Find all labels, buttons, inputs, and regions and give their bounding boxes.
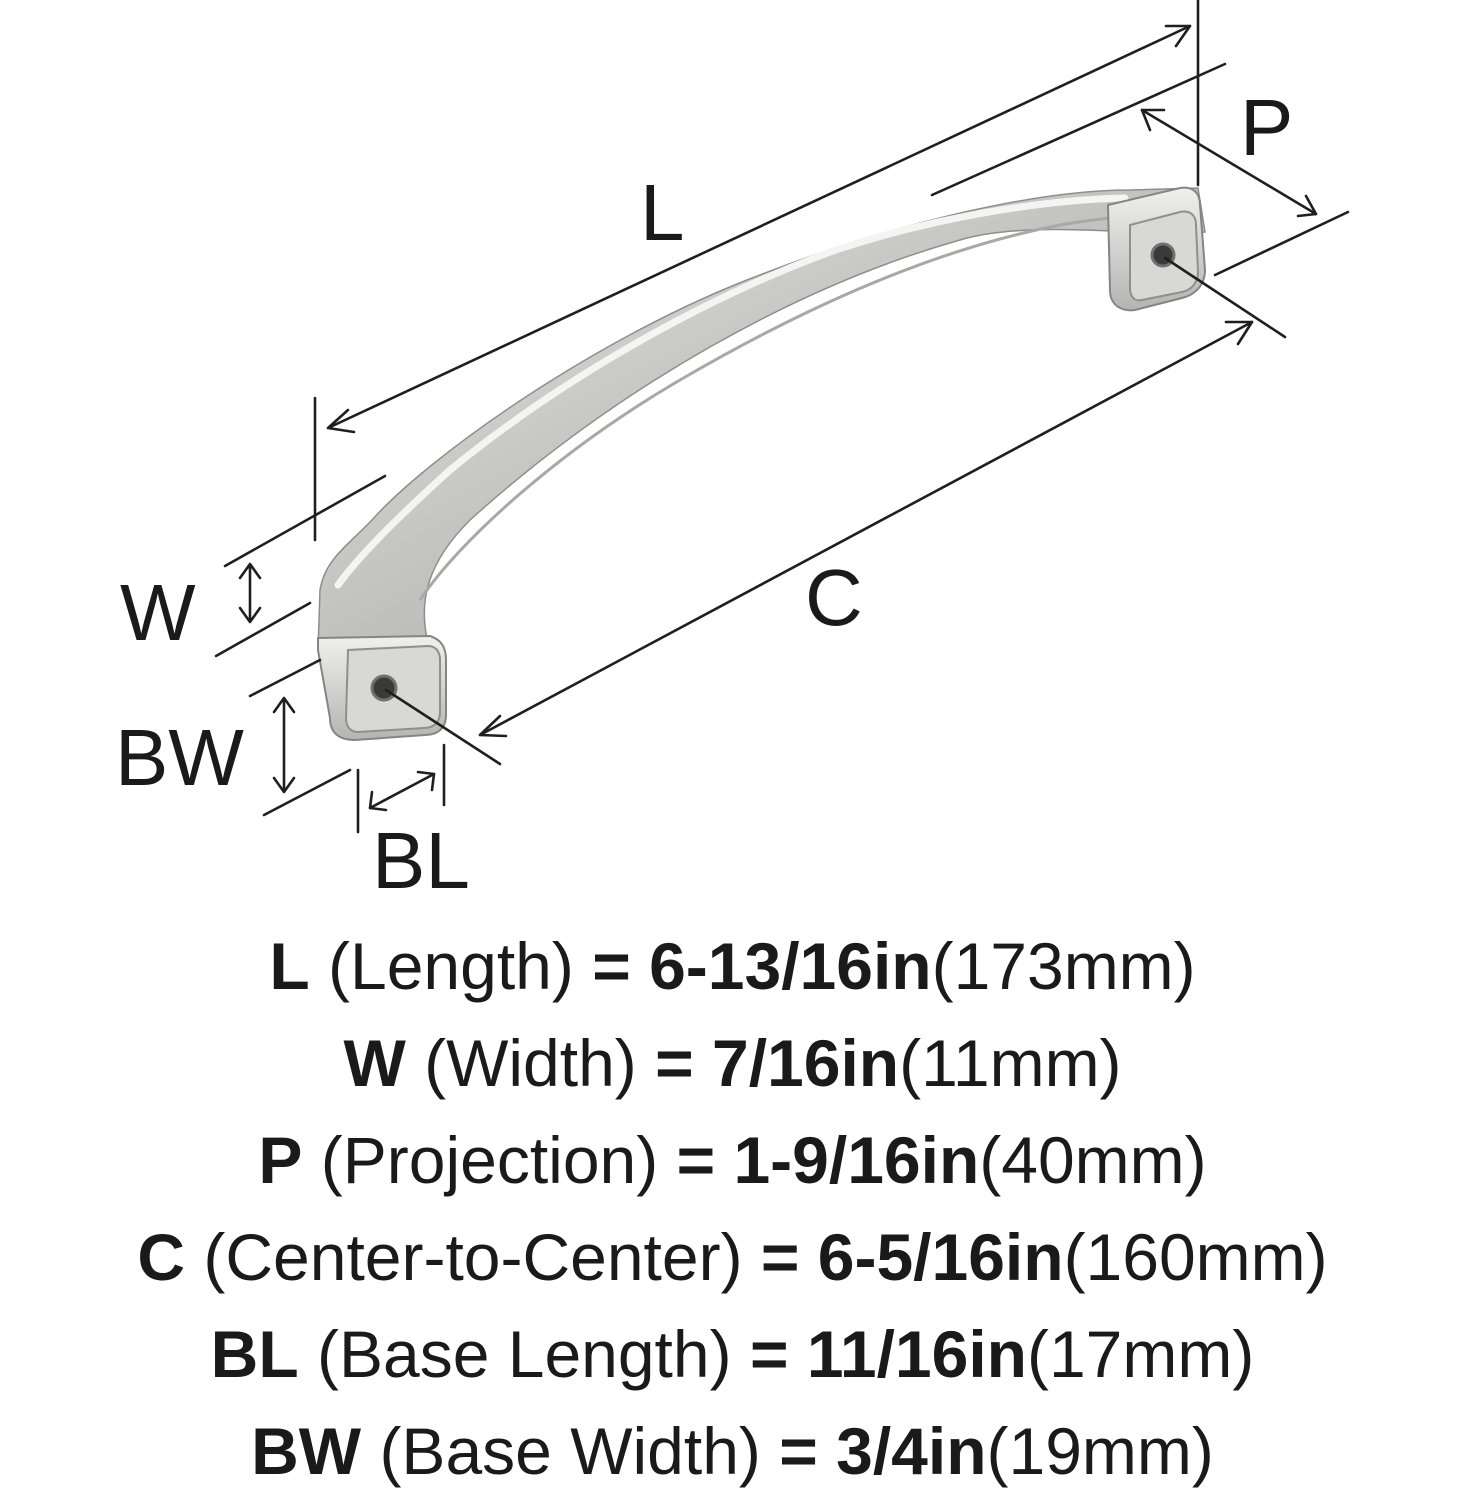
dim-label-BW: BW [115,713,244,802]
spec-name: (Base Length) [316,1317,732,1391]
spec-name: (Length) [328,929,574,1003]
spec-abbr: BW [251,1414,362,1488]
spec-name: (Projection) [320,1123,659,1197]
spec-equals: = [655,1026,694,1100]
spec-abbr: P [258,1123,303,1197]
spec-imperial: 11/16in [806,1317,1027,1391]
spec-imperial: 6-5/16in [817,1220,1064,1294]
dim-label-BL: BL [372,816,470,900]
spec-abbr: W [343,1026,406,1100]
spec-center-to-center: C (Center-to-Center) = 6-5/16in(160mm) [0,1209,1465,1306]
spec-equals: = [592,929,631,1003]
spec-abbr: C [137,1220,186,1294]
cabinet-pull-image [317,186,1207,742]
spec-imperial: 3/4in [836,1414,987,1488]
spec-abbr: BL [210,1317,299,1391]
spec-name: (Base Width) [379,1414,761,1488]
spec-length: L (Length) = 6-13/16in(173mm) [0,918,1465,1015]
spec-metric: (173mm) [931,929,1196,1003]
spec-equals: = [749,1317,789,1391]
handle-dimension-diagram: L P C W BW [115,0,1350,900]
spec-metric: (160mm) [1063,1220,1328,1294]
spec-width: W (Width) = 7/16in(11mm) [0,1015,1465,1112]
spec-metric: (19mm) [986,1414,1214,1488]
left-screw-hole [370,674,398,702]
width-dimension: W [120,474,387,658]
dimension-spec-list: L (Length) = 6-13/16in(173mm) W (Width) … [0,918,1465,1500]
spec-base-length: BL (Base Length) = 11/16in(17mm) [0,1306,1465,1403]
spec-equals: = [779,1414,818,1488]
spec-name: (Center-to-Center) [203,1220,743,1294]
spec-equals: = [760,1220,800,1294]
projection-dimension: P [930,62,1350,277]
spec-base-width: BW (Base Width) = 3/4in(19mm) [0,1403,1465,1500]
spec-imperial: 6-13/16in [649,929,932,1003]
dim-label-W: W [120,568,196,657]
base-length-dimension: BL [356,743,470,900]
spec-metric: (40mm) [979,1123,1207,1197]
spec-imperial: 1-9/16in [733,1123,980,1197]
dim-label-L: L [640,168,685,257]
base-width-dimension: BW [115,658,352,817]
spec-equals: = [676,1123,716,1197]
spec-metric: (17mm) [1027,1317,1255,1391]
center-to-center-dimension: C [384,256,1287,766]
dim-label-C: C [805,553,863,642]
spec-imperial: 7/16in [712,1026,900,1100]
spec-projection: P (Projection) = 1-9/16in(40mm) [0,1112,1465,1209]
pull-highlight [334,194,1129,589]
spec-name: (Width) [424,1026,637,1100]
spec-abbr: L [269,929,310,1003]
spec-metric: (11mm) [899,1026,1122,1100]
dim-label-P: P [1240,83,1293,172]
length-dimension: L [313,0,1200,542]
pull-inner-edge [418,213,1181,601]
